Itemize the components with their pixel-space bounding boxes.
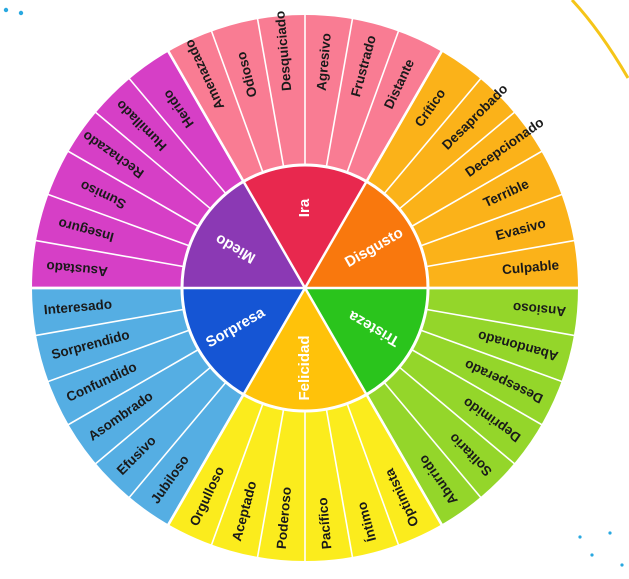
ring-divider — [346, 30, 400, 173]
ring-divider — [365, 50, 444, 183]
ring-divider — [47, 193, 190, 247]
ring-divider — [398, 111, 516, 210]
emotion-label: Desquiciado — [272, 10, 294, 91]
core-divider — [242, 180, 307, 289]
emotion-label: Interesado — [43, 296, 112, 317]
emotion-label: Pacífico — [315, 497, 334, 550]
ring-divider — [420, 193, 563, 247]
ring-divider — [67, 348, 199, 426]
ring-divider — [67, 150, 199, 228]
emotion-label: Culpable — [502, 257, 561, 277]
ring-divider — [35, 308, 185, 337]
ring-divider — [210, 30, 264, 173]
core-divider — [242, 287, 307, 396]
ring-divider — [425, 308, 575, 337]
ring-divider — [210, 403, 264, 546]
ring-divider — [166, 393, 245, 526]
core-sector-ira — [243, 165, 367, 288]
ring-divider — [383, 77, 482, 195]
wheel-core — [180, 163, 430, 413]
sector-label: Ira — [296, 198, 313, 217]
emotion-label: Agresivo — [314, 32, 334, 91]
ring-divider — [94, 366, 212, 465]
top-left-dots — [3, 7, 24, 16]
ring-divider — [94, 111, 212, 210]
ring-divider — [166, 50, 245, 183]
ring-divider — [411, 150, 543, 228]
emotion-label: Ansioso — [512, 300, 566, 320]
ring-divider — [256, 408, 285, 558]
ring-divider — [365, 393, 444, 526]
core-divider — [303, 180, 368, 289]
ring-divider — [35, 239, 185, 268]
ring-divider — [128, 381, 227, 499]
wheel-rim — [30, 13, 580, 563]
core-sector-felicidad — [243, 288, 367, 411]
emotion-label: Poderoso — [274, 486, 294, 549]
ring-divider — [383, 381, 482, 499]
ring-divider — [420, 329, 563, 383]
top-right-line — [570, 0, 629, 79]
bottom-right-dots — [578, 531, 624, 567]
ring-divider — [325, 18, 354, 168]
sector-label: Felicidad — [296, 335, 313, 400]
ring-divider — [398, 366, 516, 465]
wheel-dividers — [30, 13, 580, 563]
ring-divider — [256, 18, 285, 168]
ring-divider — [128, 77, 227, 195]
ring-divider — [325, 408, 354, 558]
emotion-label: Asustado — [46, 259, 109, 279]
ring-divider — [425, 239, 575, 268]
core-divider — [303, 287, 368, 396]
ring-divider — [411, 348, 543, 426]
ring-divider — [47, 329, 190, 383]
ring-divider — [346, 403, 400, 546]
